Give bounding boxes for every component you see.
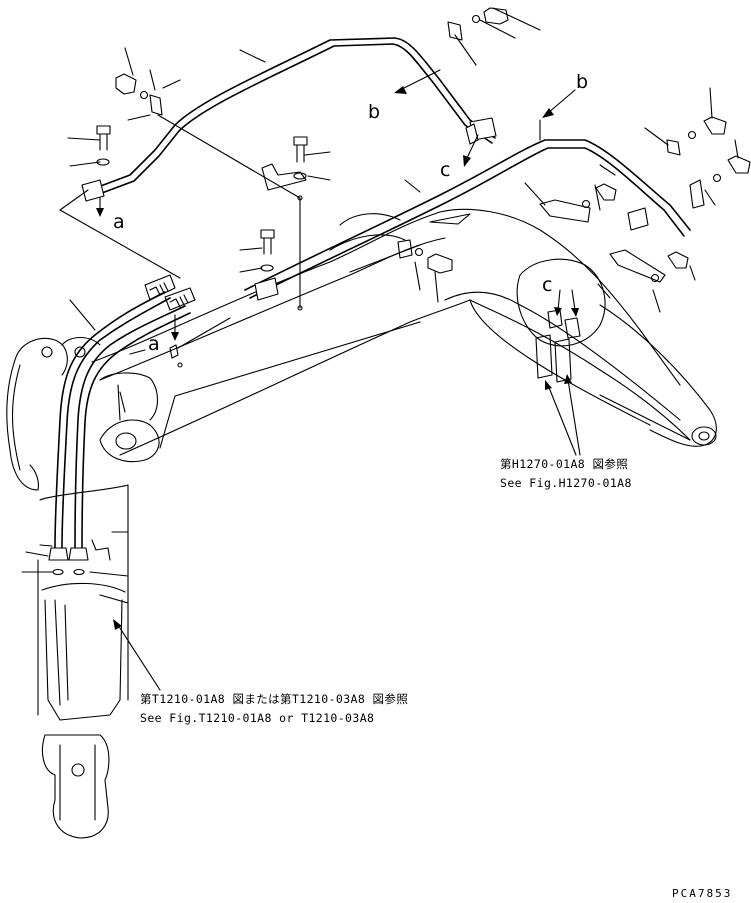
hose-assemblies — [21, 274, 196, 577]
bucket-cylinder — [6, 336, 129, 839]
callout-letters: a a b b c c — [113, 71, 588, 355]
label-c-mid: c — [440, 159, 450, 181]
drawing-code: PCA7853 — [672, 887, 732, 900]
label-b-top: b — [368, 101, 380, 123]
label-c-right: c — [542, 274, 552, 296]
pipes — [81, 37, 691, 301]
arm-ref-jp: 第H1270-01A8 図参照 — [500, 457, 628, 471]
label-a-mid: a — [148, 333, 160, 355]
label-b-right: b — [576, 71, 588, 93]
figure-references: 第H1270-01A8 図参照 See Fig.H1270-01A8 第T121… — [140, 457, 632, 725]
direction-arrows — [96, 69, 581, 691]
brackets — [149, 21, 705, 383]
bucket-ref-en: See Fig.T1210-01A8 or T1210-03A8 — [140, 711, 374, 725]
bucket-ref-jp: 第T1210-01A8 図または第T1210-03A8 図参照 — [140, 692, 408, 706]
label-a-top: a — [113, 211, 125, 233]
fasteners — [96, 7, 751, 368]
arm-ref-en: See Fig.H1270-01A8 — [500, 476, 632, 490]
leader-lines — [39, 7, 739, 604]
arm-body — [91, 208, 717, 463]
